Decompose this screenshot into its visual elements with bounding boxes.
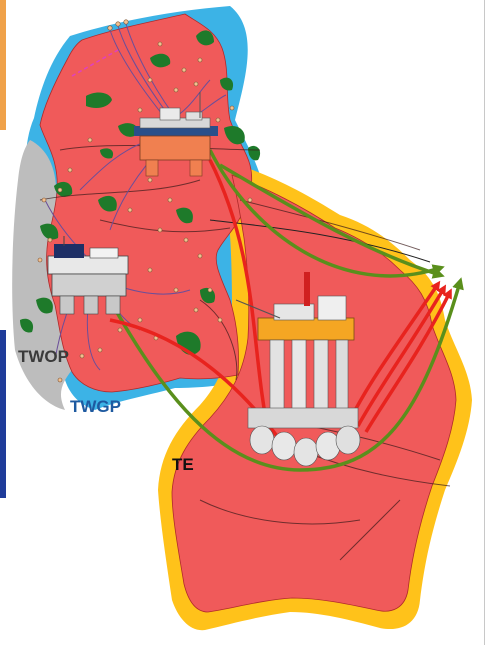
left-frame-orange-strip xyxy=(0,0,6,130)
twop-label: TWOP xyxy=(18,347,69,366)
left-frame-blue-strip xyxy=(0,330,6,498)
twgp-label: TWGP xyxy=(70,397,121,416)
te-label: TE xyxy=(172,455,194,474)
